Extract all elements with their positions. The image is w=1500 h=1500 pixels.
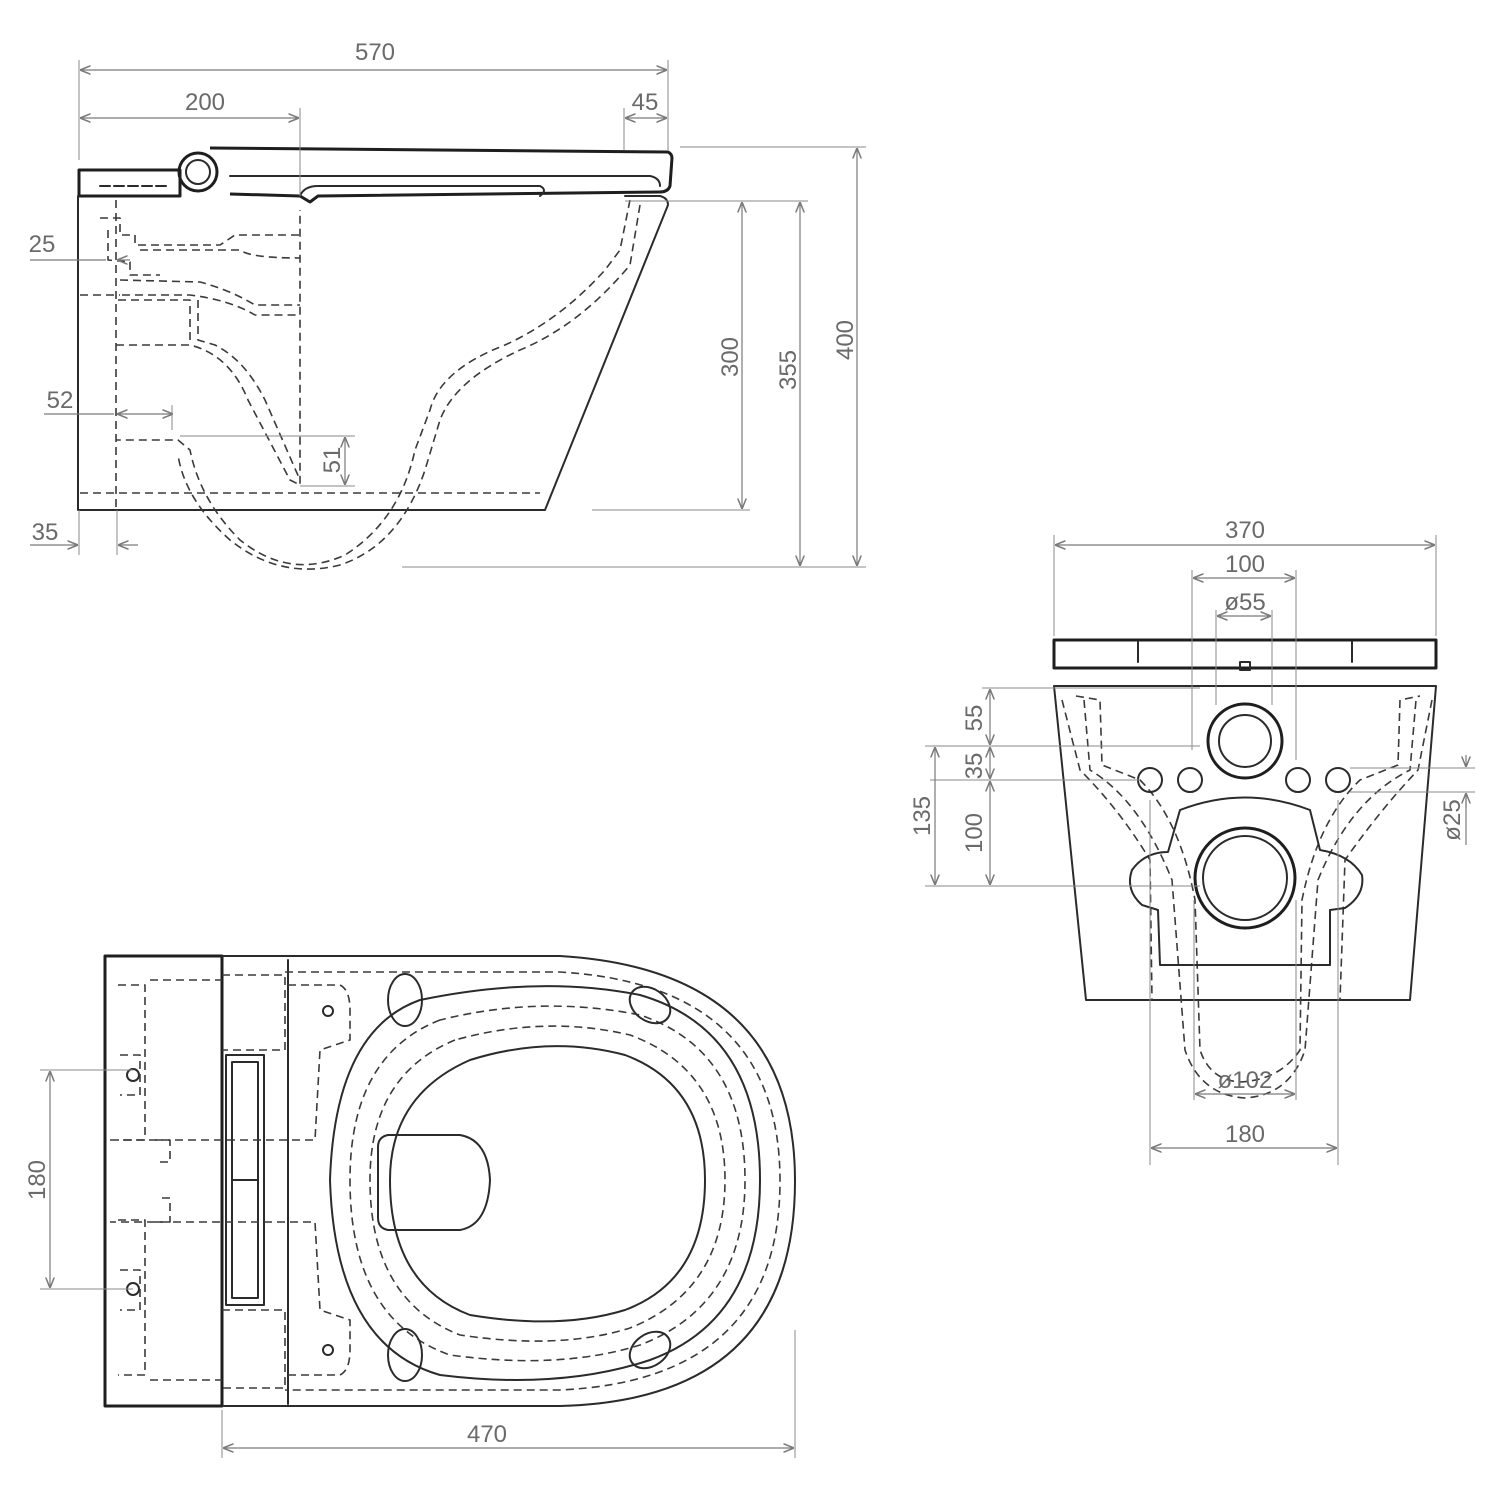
- dim-dia-102: ø102: [1218, 1067, 1273, 1094]
- rear-body: [1053, 685, 1437, 1001]
- bowl-outline: [77, 195, 669, 511]
- dim-355: 355: [775, 350, 802, 390]
- seat-lid-outline: [209, 146, 674, 204]
- dim-35-side: 35: [32, 519, 59, 546]
- bolt-hole-4: [1325, 767, 1351, 793]
- dim-400: 400: [832, 320, 859, 360]
- dim-180-rear: 180: [1225, 1121, 1265, 1148]
- dim-180-top: 180: [24, 1160, 51, 1200]
- top-bowl-outline: [221, 955, 796, 1407]
- dim-51: 51: [319, 447, 346, 474]
- bumper-bottom-right: [628, 1330, 672, 1370]
- top-view: 180 470: [24, 954, 796, 1458]
- waste-outlet: [1193, 826, 1297, 930]
- dim-100-top: 100: [1225, 551, 1265, 578]
- dim-300: 300: [717, 337, 744, 377]
- dim-570: 570: [355, 39, 395, 66]
- dim-52: 52: [47, 387, 74, 414]
- dim-dia-55: ø55: [1224, 589, 1265, 616]
- dim-370: 370: [1225, 517, 1265, 544]
- top-control-box: [103, 954, 224, 1408]
- dim-45: 45: [632, 89, 659, 116]
- dim-470: 470: [467, 1421, 507, 1448]
- rear-seat-cover: [1052, 638, 1438, 670]
- bumper-bottom-left: [387, 1328, 423, 1382]
- dim-55-vert: 55: [961, 705, 988, 732]
- bolt-hole-2: [1177, 767, 1203, 793]
- seat-ring-outer: [329, 985, 761, 1381]
- bumper-top-left: [387, 973, 423, 1027]
- dim-135: 135: [909, 796, 936, 836]
- hinge: [177, 151, 219, 193]
- dim-dia-25: ø25: [1439, 799, 1466, 840]
- dim-25: 25: [29, 231, 56, 258]
- water-inlet: [1206, 702, 1284, 780]
- seat-ring-inner: [389, 1045, 706, 1323]
- bowl-opening: [377, 1134, 491, 1231]
- bumper-top-right: [628, 985, 672, 1025]
- fixing-hole-top: [126, 1068, 140, 1082]
- rear-mounting-plate: [1129, 796, 1364, 966]
- rear-view: 370 100 ø55 55 35 135 100 ø25: [909, 517, 1475, 1165]
- dim-200: 200: [185, 89, 225, 116]
- control-panel: [77, 168, 182, 198]
- bolt-hole-3: [1285, 767, 1311, 793]
- dim-35-rear: 35: [961, 753, 988, 780]
- side-view: 570 200 45 25 52 51 35 300: [29, 39, 866, 570]
- bolt-hole-1: [1137, 767, 1163, 793]
- dim-100-vert: 100: [961, 813, 988, 853]
